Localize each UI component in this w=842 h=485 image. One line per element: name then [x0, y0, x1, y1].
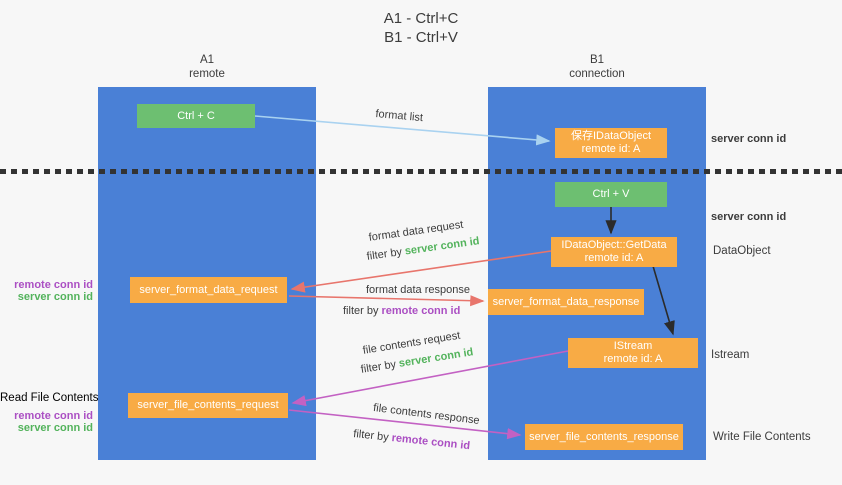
title-line-2: B1 - Ctrl+V: [384, 29, 458, 46]
server-file-contents-request-label: server_file_contents_request: [137, 399, 279, 411]
annotation-server-conn-id-top: server conn id: [711, 133, 787, 145]
lifeline-b1-name: B1: [589, 54, 605, 66]
server-conn-id-text: server conn id: [397, 346, 475, 370]
server-conn-id-text: server conn id: [404, 235, 481, 258]
filter-by-text: filter by: [360, 358, 397, 376]
getdata-line1: IDataObject::GetData: [561, 239, 667, 251]
node-server-file-contents-response: server_file_contents_response: [525, 424, 683, 450]
node-ctrl-v: Ctrl + V: [555, 182, 667, 207]
save-idataobject-line1: 保存IDataObject: [570, 130, 652, 142]
node-idataobject-getdata: IDataObject::GetData remote id: A: [551, 237, 677, 267]
session-divider-dotted-line: [0, 169, 842, 174]
diagram-title: A1 - Ctrl+C B1 - Ctrl+V: [0, 9, 842, 47]
annotation-conn-ids-file: remote conn id server conn id: [0, 410, 93, 434]
getdata-line2: remote id: A: [584, 252, 644, 264]
lifeline-a1-role: remote: [189, 68, 225, 80]
annotation-read-file-contents: Read File Contents: [0, 392, 99, 404]
annotation-server-conn-id-mid: server conn id: [711, 211, 787, 223]
save-idataobject-line2: remote id: A: [581, 143, 641, 155]
label-format-data-response: format data response: [366, 284, 470, 296]
node-server-format-data-response: server_format_data_response: [488, 289, 644, 315]
remote-conn-id-text: remote conn id: [381, 305, 461, 317]
annotation-dataobject: DataObject: [713, 245, 771, 257]
node-server-file-contents-request: server_file_contents_request: [128, 393, 288, 418]
ctrl-v-label: Ctrl + V: [592, 188, 630, 200]
label-file-contents-response: file contents response: [372, 402, 481, 427]
server-format-data-response-label: server_format_data_response: [492, 295, 640, 308]
node-server-format-data-request: server_format_data_request: [130, 277, 287, 303]
filter-by-text: filter by: [343, 305, 379, 317]
server-file-contents-response-label: server_file_contents_response: [529, 430, 679, 443]
istream-line1: IStream: [613, 340, 653, 352]
istream-line2: remote id: A: [603, 353, 663, 365]
label-format-list: format list: [374, 108, 424, 125]
server-format-data-request-label: server_format_data_request: [139, 283, 278, 296]
annotation-remote-conn-id-1: remote conn id: [14, 279, 93, 291]
arrow-format-data-response: [288, 295, 485, 307]
ctrl-c-label: Ctrl + C: [177, 109, 215, 122]
lifeline-header-b1: B1 connection: [488, 53, 706, 81]
annotation-conn-ids-format: remote conn id server conn id: [0, 279, 93, 303]
lifeline-header-a1: A1 remote: [98, 53, 316, 81]
annotation-server-conn-id-2: server conn id: [17, 422, 93, 434]
filter-by-text: filter by: [366, 246, 403, 263]
remote-conn-id-text: remote conn id: [391, 432, 471, 453]
lifeline-b1-role: connection: [569, 68, 625, 80]
node-ctrl-c: Ctrl + C: [137, 104, 255, 128]
filter-by-text: filter by: [352, 428, 390, 444]
annotation-read-file-contents-wrap: Read File Contents: [0, 392, 99, 404]
annotation-remote-conn-id-2: remote conn id: [14, 410, 93, 422]
node-save-idataobject: 保存IDataObject remote id: A: [555, 128, 667, 158]
node-istream: IStream remote id: A: [568, 338, 698, 368]
lifeline-a1-name: A1: [199, 54, 215, 66]
annotation-istream: Istream: [711, 349, 750, 361]
title-line-1: A1 - Ctrl+C: [383, 10, 459, 27]
annotation-server-conn-id-1: server conn id: [17, 291, 93, 303]
annotation-write-file-contents: Write File Contents: [713, 431, 811, 443]
